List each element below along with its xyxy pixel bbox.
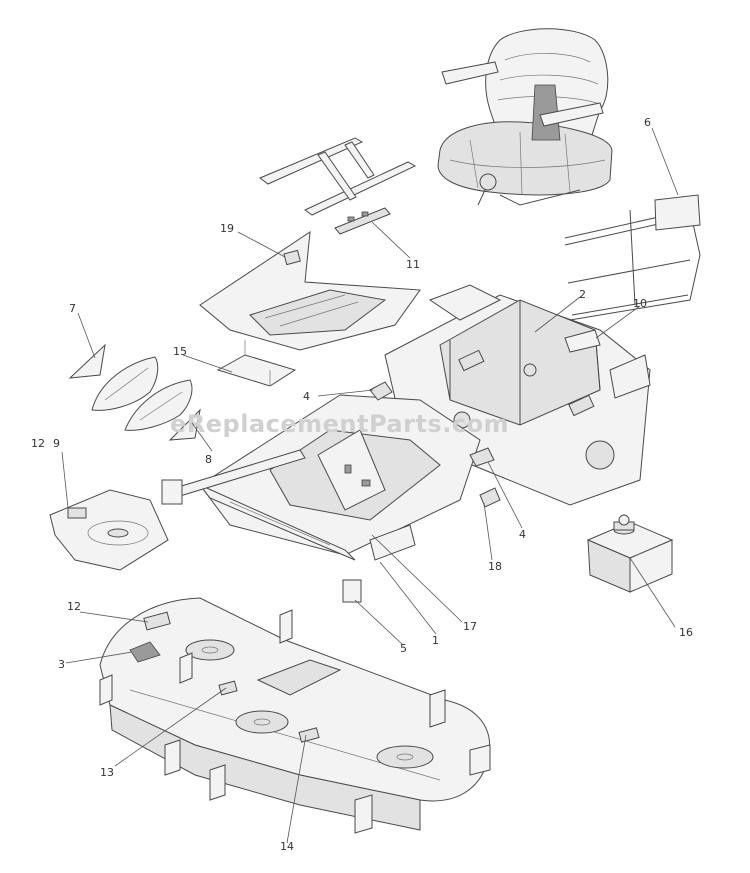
callout-labels: 1 2 3 4 4 5 6 7 8 9 10 11 12 12 13 14 15… [31, 116, 693, 853]
callout-7: 7 [69, 302, 76, 315]
callout-10: 10 [633, 297, 647, 310]
main-frame-part[interactable] [161, 284, 651, 603]
callout-12-upper: 12 [31, 437, 45, 450]
callout-11: 11 [406, 258, 420, 271]
accessory-box-part[interactable] [586, 514, 674, 593]
callout-15: 15 [173, 345, 187, 358]
callout-5: 5 [400, 642, 407, 655]
callout-4-upper: 4 [303, 390, 310, 403]
seat-bracket-part[interactable] [259, 137, 417, 235]
callout-19: 19 [220, 222, 234, 235]
callout-13: 13 [100, 766, 114, 779]
callout-12-lower: 12 [67, 600, 81, 613]
heat-shield-part[interactable] [216, 340, 297, 387]
cover-plate-part[interactable] [49, 489, 169, 571]
callout-14: 14 [280, 840, 294, 853]
callout-4-lower: 4 [519, 528, 526, 541]
leader-lines [61, 127, 679, 844]
watermark-text: eReplacementParts.com [170, 410, 509, 438]
mower-deck-part[interactable] [99, 597, 491, 834]
floor-pan-part[interactable] [199, 231, 421, 351]
callout-6: 6 [644, 116, 651, 129]
callout-2: 2 [579, 288, 586, 301]
seat-part[interactable] [437, 28, 613, 206]
callout-16: 16 [679, 626, 693, 639]
callout-17: 17 [463, 620, 477, 633]
roll-bar-part[interactable] [564, 194, 701, 353]
callout-8: 8 [205, 453, 212, 466]
decal-left-part[interactable] [68, 343, 201, 441]
callout-1: 1 [432, 634, 439, 647]
callout-18: 18 [488, 560, 502, 573]
callout-9: 9 [53, 437, 60, 450]
callout-3: 3 [58, 658, 65, 671]
